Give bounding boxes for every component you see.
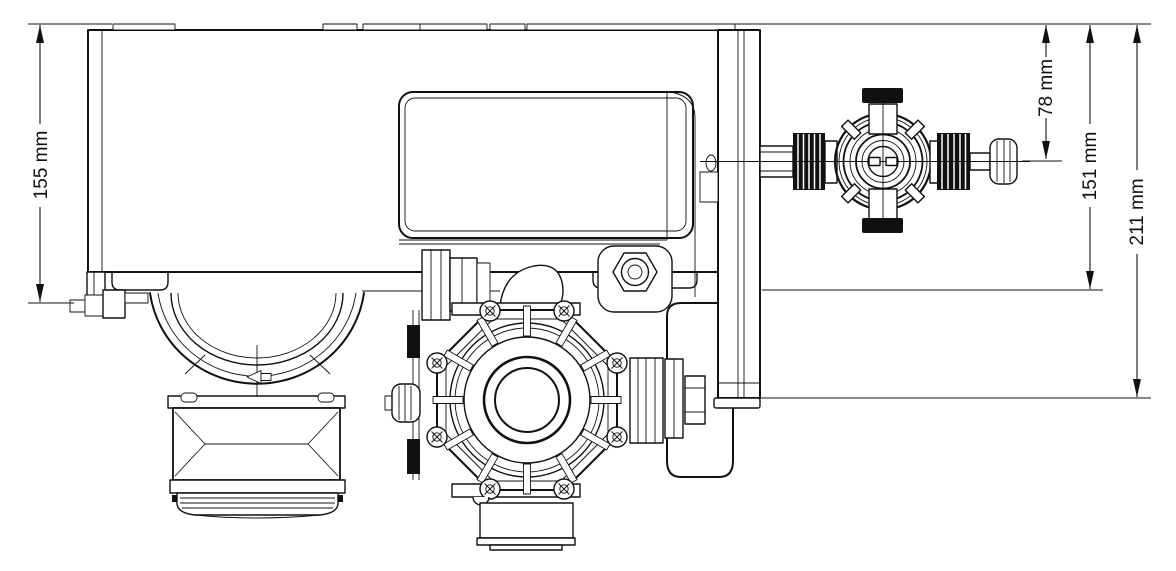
head-radial-ribs (432, 305, 622, 495)
plate-outline (717, 29, 761, 399)
hex-boss (597, 245, 673, 313)
dimension-label-211: 211 mm (1127, 178, 1148, 245)
motor-cap-rail (169, 479, 346, 494)
arrow-up-icon (1086, 25, 1094, 43)
valve-clamp-top (862, 88, 903, 103)
foot-pad (489, 544, 563, 551)
valve-collar-left (824, 140, 838, 184)
clamp-block-lower (407, 439, 420, 474)
head-bore (494, 367, 560, 433)
cover-inner-line (404, 97, 687, 232)
screw-icon (553, 478, 575, 500)
dimension-78: 78 mm (1022, 25, 1062, 162)
screw-icon (553, 300, 575, 322)
valve-center-bar-right (885, 156, 898, 167)
drive-motor (167, 392, 346, 519)
head-bore-ring (482, 355, 572, 445)
left-fittings (69, 289, 149, 319)
pump-head-foot (476, 502, 576, 551)
union-connector (684, 375, 706, 425)
foot-base (476, 537, 576, 546)
arrow-down-icon (1133, 379, 1141, 397)
motor-end-cap (176, 492, 339, 519)
pump-bracket-saddle (149, 290, 500, 403)
pump-head (426, 300, 628, 506)
mid-fittings (384, 249, 564, 480)
control-cover (398, 91, 696, 297)
arrow-up-icon (36, 25, 44, 43)
cam-lobe (499, 264, 564, 307)
adjust-knob (384, 383, 421, 423)
union-nut-large (629, 357, 664, 444)
valve-claw-clamps (840, 119, 926, 204)
dimension-151: 151 mm (762, 25, 1103, 291)
hex-bore-inner (627, 264, 643, 280)
dimension-label-155: 155 mm (31, 131, 52, 200)
housing-top-tabs (112, 23, 736, 31)
arrow-down-icon (1086, 271, 1094, 289)
injection-valve (700, 88, 1030, 233)
arrow-up-icon (1042, 25, 1050, 43)
bleed-valve-knob (705, 154, 717, 172)
mounting-foot-left (111, 272, 169, 291)
screw-icon (479, 478, 501, 500)
screw-icon (426, 352, 448, 374)
screw-icon (606, 426, 628, 448)
dimension-label-78: 78 mm (1036, 59, 1057, 117)
valve-collar-right (929, 140, 939, 184)
dimension-label-151: 151 mm (1080, 132, 1101, 201)
flow-direction-arrow (246, 370, 272, 384)
arrow-down-icon (1042, 141, 1050, 159)
dimension-155: 155 mm (28, 23, 112, 304)
bleed-valve-body (699, 171, 719, 203)
valve-clamp-bottom (862, 218, 903, 233)
hex-nut-outline (612, 252, 658, 292)
clamp-block-upper (407, 325, 420, 358)
screw-icon (479, 300, 501, 322)
valve-center-bar-left (868, 156, 881, 167)
hex-bore-outer (620, 257, 650, 287)
arrow-up-icon (1133, 25, 1141, 43)
dimension-211: 211 mm (716, 25, 1151, 399)
coupling-hex-stack (421, 249, 491, 321)
screw-icon (426, 426, 448, 448)
cover-outline (398, 91, 694, 239)
plate-foot (713, 397, 761, 409)
foot-box (479, 502, 574, 539)
union-nuts (629, 357, 706, 444)
arrow-down-icon (36, 284, 44, 302)
screw-icon (606, 352, 628, 374)
